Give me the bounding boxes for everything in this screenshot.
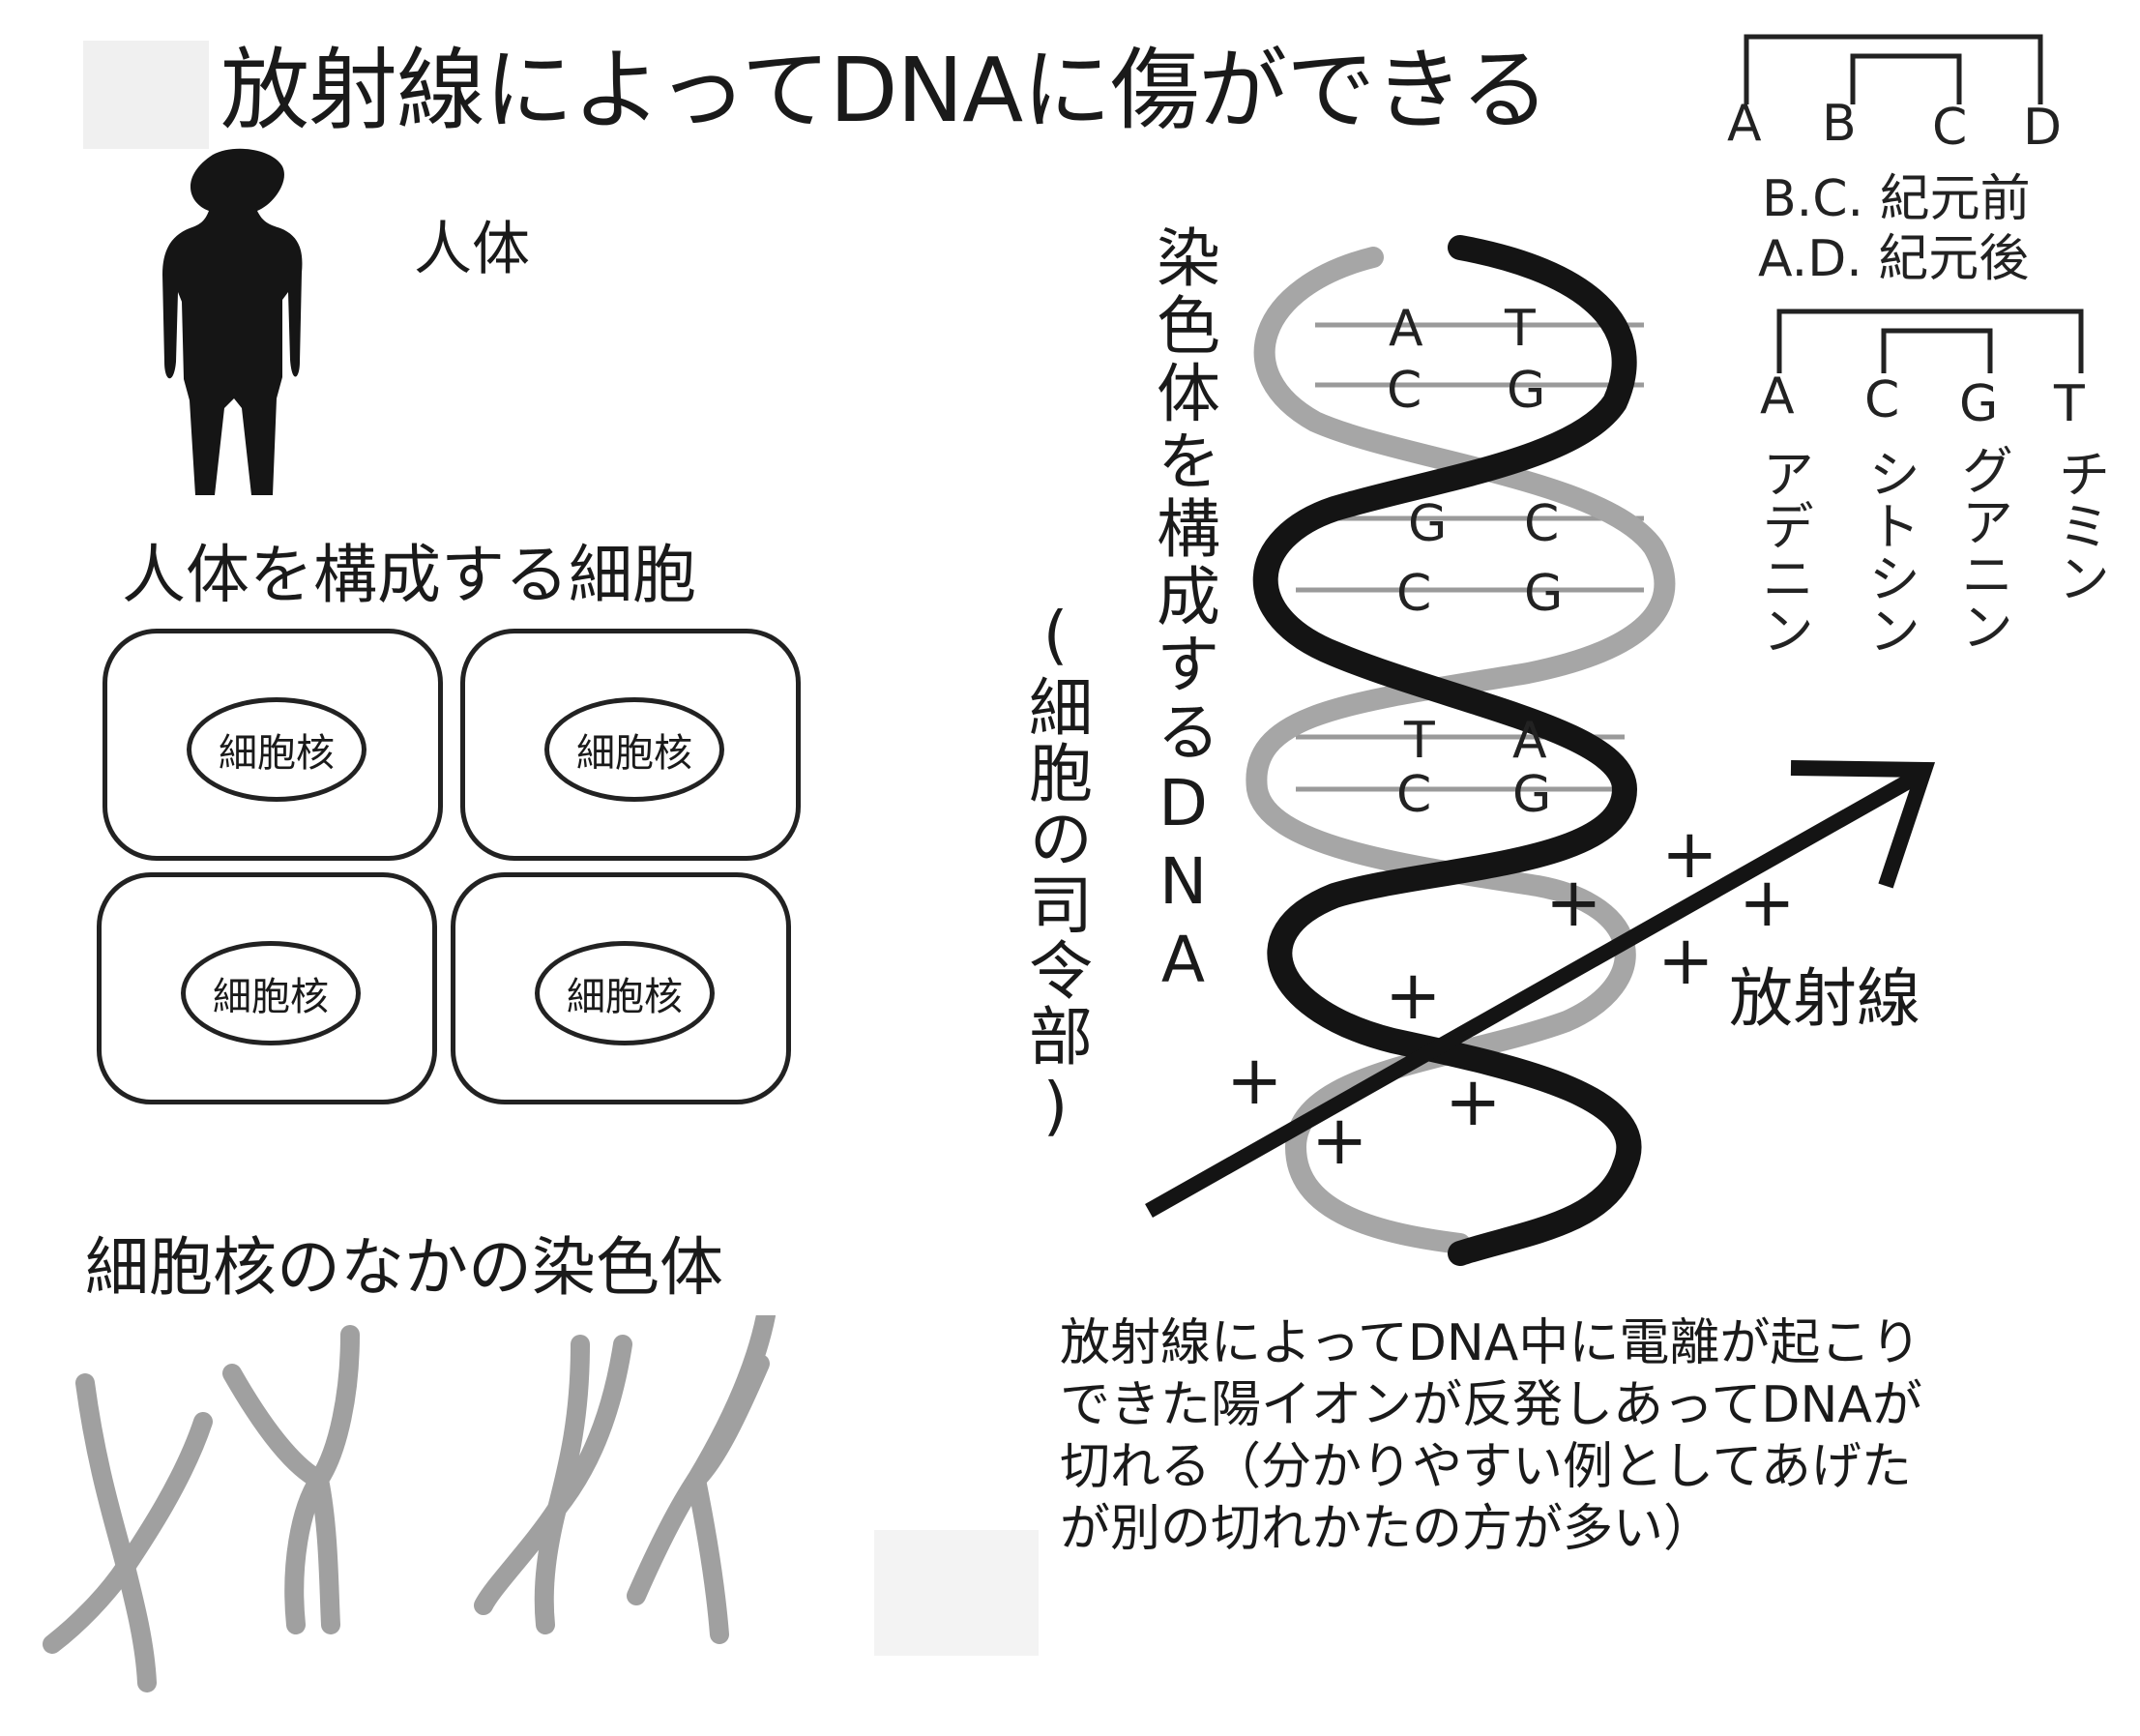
chromosome-icon — [474, 1335, 632, 1634]
base-letter-legend: A — [1760, 368, 1795, 426]
base-name-cytosine: シトシン — [1859, 447, 1920, 656]
base-letter-left: A — [1389, 300, 1423, 358]
base-letter-right: A — [1512, 712, 1547, 770]
plus-ion: + — [1545, 863, 1602, 942]
nucleus: 細胞核 — [544, 697, 724, 802]
plus-ion: + — [1385, 956, 1442, 1035]
dna-vertical-label: 染色体を構成するDNA — [1146, 224, 1220, 1001]
base-letter-right: G — [1507, 362, 1546, 420]
dna-helix-icon — [1246, 235, 1676, 1266]
era-letter: A — [1727, 95, 1762, 153]
base-letter-left: C — [1396, 766, 1432, 824]
base-letter-legend: C — [1864, 371, 1900, 429]
plus-ion: + — [1226, 1041, 1283, 1120]
human-body-label: 人体 — [414, 216, 530, 283]
scan-patch-top-left — [83, 41, 209, 149]
nucleus: 細胞核 — [535, 941, 715, 1045]
chromosome-icon — [627, 1315, 776, 1644]
base-letter-right: C — [1524, 495, 1560, 553]
base-name-guanine: グアニン — [1951, 443, 2013, 652]
plus-ion: + — [1657, 921, 1715, 1000]
cell-top-right: 細胞核 — [460, 629, 801, 861]
explanation-text: 放射線によってDNA中に電離が起こり できた陽イオンが反発しあってDNAが 切れ… — [1060, 1314, 1922, 1558]
era-letter: B — [1822, 95, 1857, 153]
era-bracket-icon — [1744, 34, 2043, 104]
page-title: 放射線によってDNAに傷ができる — [220, 39, 1549, 142]
cell-bottom-left: 細胞核 — [97, 872, 437, 1104]
base-name-adenine: アデニン — [1752, 447, 1814, 656]
era-letter: C — [1932, 99, 1968, 157]
cell-bottom-right: 細胞核 — [451, 872, 791, 1104]
base-letter-left: C — [1387, 362, 1422, 420]
base-letter-left: C — [1396, 565, 1432, 623]
base-bracket-icon — [1776, 309, 2084, 373]
command-center-label: (細胞の司令部) — [1018, 598, 1093, 1145]
chromosome-icon — [222, 1325, 360, 1634]
plus-ion: + — [1445, 1062, 1502, 1141]
chromosome-icon — [43, 1373, 213, 1692]
chromosome-group — [43, 1315, 776, 1692]
cell-top-left: 細胞核 — [103, 629, 443, 861]
base-letter-legend: G — [1959, 375, 1999, 433]
era-bc-label: B.C. 紀元前 — [1762, 170, 2031, 228]
era-letter: D — [2023, 99, 2063, 157]
base-letter-right: G — [1512, 766, 1552, 824]
nucleus: 細胞核 — [181, 941, 361, 1045]
radiation-label: 放射線 — [1729, 961, 1920, 1036]
base-letter-legend: T — [2054, 375, 2085, 433]
human-silhouette-icon — [162, 148, 303, 495]
chromosome-label: 細胞核のなかの染色体 — [85, 1230, 723, 1305]
radiation-arrow-icon — [1145, 760, 1936, 1218]
base-letter-left: T — [1404, 712, 1435, 770]
base-letter-right: G — [1524, 565, 1564, 623]
era-ad-label: A.D. 紀元後 — [1758, 230, 2030, 288]
cells-label: 人体を構成する細胞 — [122, 538, 696, 612]
plus-ion: + — [1739, 863, 1796, 942]
nucleus: 細胞核 — [187, 697, 366, 802]
base-name-thymine: チミン — [2048, 447, 2110, 603]
scan-patch-bottom — [874, 1530, 1039, 1656]
plus-ion: + — [1661, 814, 1718, 894]
base-letter-left: G — [1408, 495, 1448, 553]
plus-ion: + — [1311, 1101, 1368, 1180]
base-letter-right: T — [1505, 300, 1536, 358]
